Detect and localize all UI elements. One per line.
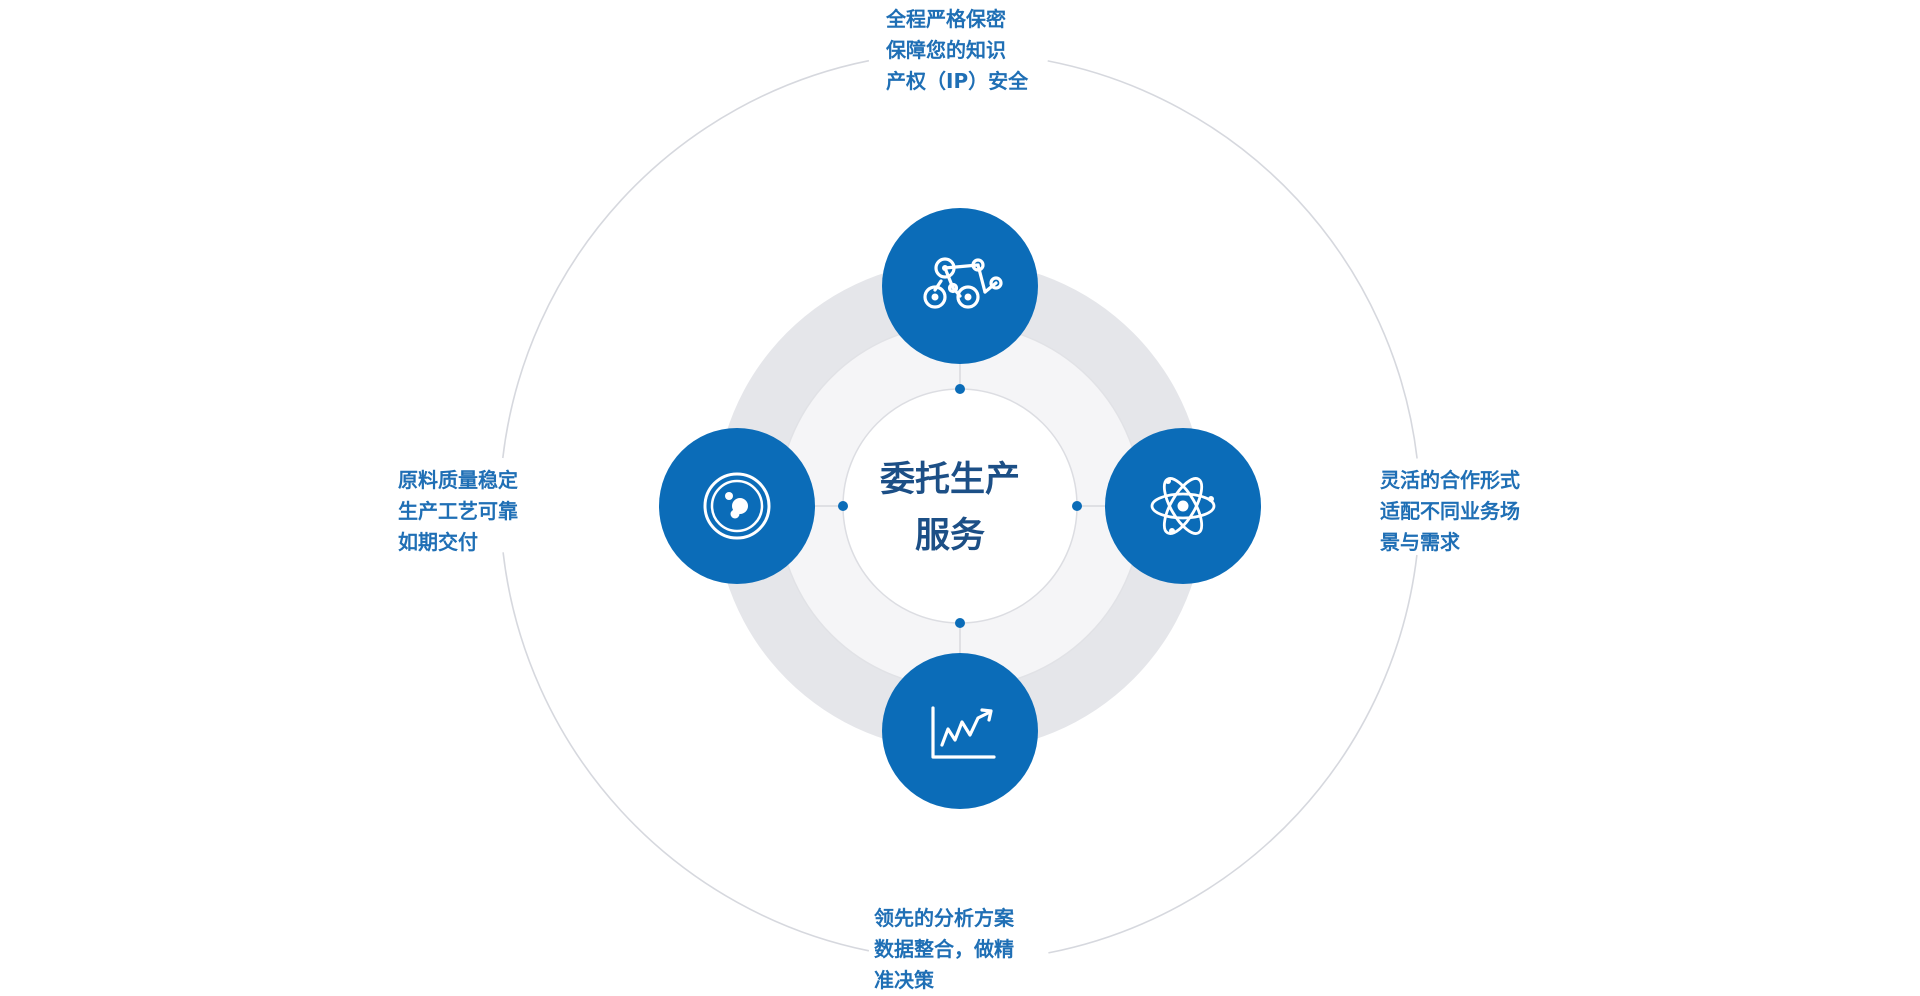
center-title: 委托生产 服务 [850,452,1050,564]
label-bottom-line2: 数据整合，做精 [874,937,1014,961]
label-top-line3: 产权（IP）安全 [886,69,1029,93]
label-right-line1: 灵活的合作形式 [1380,468,1520,492]
label-left-line2: 生产工艺可靠 [398,499,518,523]
growth-chart-icon [931,706,996,759]
connector-dot-top [955,384,965,394]
label-top-line1: 全程严格保密 [886,7,1006,31]
label-top: 全程严格保密 保障您的知识 产权（IP）安全 [886,4,1028,97]
label-right-line3: 景与需求 [1380,530,1460,554]
label-bottom-line1: 领先的分析方案 [874,906,1014,930]
label-top-line2: 保障您的知识 [886,38,1006,62]
node-top [882,208,1038,364]
center-title-line1: 委托生产 [879,460,1020,500]
label-left-line3: 如期交付 [398,530,478,554]
connector-dot-bottom [955,618,965,628]
label-right: 灵活的合作形式 适配不同业务场 景与需求 [1380,465,1520,558]
node-bottom [882,653,1038,809]
label-bottom: 领先的分析方案 数据整合，做精 准决策 [874,903,1014,996]
bubble-particle-icon [703,472,771,540]
connector-dot-left [838,501,848,511]
connector-dots [838,384,1082,628]
label-left-line1: 原料质量稳定 [398,468,518,492]
center-title-line2: 服务 [914,516,985,556]
label-bottom-line3: 准决策 [874,968,934,992]
molecule-network-icon [923,257,1003,309]
label-left: 原料质量稳定 生产工艺可靠 如期交付 [398,465,518,558]
node-left [659,428,815,584]
node-right [1105,428,1261,584]
outer-ring [502,59,1418,954]
connector-dot-right [1072,501,1082,511]
label-right-line2: 适配不同业务场 [1380,499,1520,523]
